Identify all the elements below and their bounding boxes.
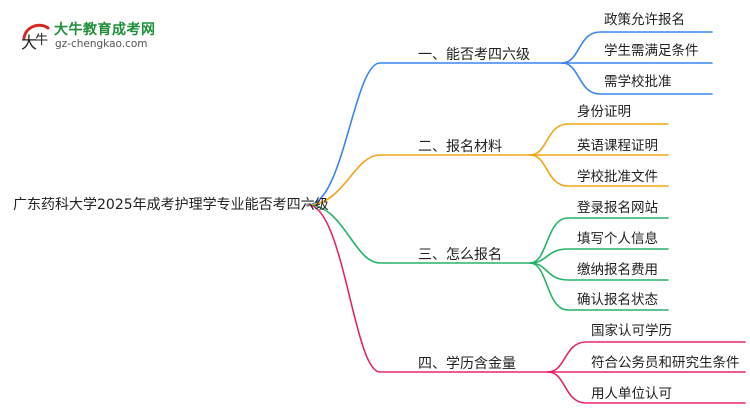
- svg-text:牛: 牛: [35, 33, 48, 48]
- branch-2-leaf-2: 英语课程证明: [577, 138, 658, 154]
- branch-4-leaf-1-edge: [547, 341, 746, 373]
- branch-3-leaf-1: 登录报名网站: [577, 200, 658, 216]
- branch-3-leaf-3: 缴纳报名费用: [577, 262, 658, 278]
- branch-2-leaf-3-edge: [529, 154, 669, 187]
- root-connector-dot: [306, 203, 310, 207]
- branch-1-leaf-1-edge: [561, 31, 713, 64]
- branch-3-leaf-2-edge: [529, 248, 669, 264]
- branch-3-leaf-1-edge: [529, 217, 669, 264]
- branch-3-leaf-4-edge: [529, 262, 669, 311]
- branch-2-leaf-1-edge: [529, 123, 669, 156]
- branch-1-edge: [307, 62, 563, 206]
- logo-icon: 大 牛: [21, 23, 50, 52]
- branch-3-leaf-4: 确认报名状态: [577, 292, 658, 308]
- branch-3-label: 三、怎么报名: [418, 247, 502, 263]
- branch-1-leaf-3: 需学校批准: [604, 74, 672, 90]
- branch-2-leaf-1: 身份证明: [577, 104, 631, 120]
- branch-1-label: 一、能否考四六级: [418, 47, 530, 63]
- logo-title: 大牛教育成考网: [54, 22, 156, 38]
- branch-1-leaf-3-edge: [561, 62, 713, 95]
- branch-3-edge: [307, 204, 531, 264]
- branch-1-leaf-2: 学生需满足条件: [604, 43, 699, 59]
- branch-2-leaf-3: 学校批准文件: [577, 169, 658, 185]
- svg-text:大: 大: [21, 33, 37, 52]
- branch-2-edge: [307, 154, 531, 206]
- branch-4-leaf-2: 符合公务员和研究生条件: [591, 355, 740, 371]
- branch-4-label: 四、学历含金量: [418, 356, 516, 372]
- root-node: 广东药科大学2025年成考护理学专业能否考四六级: [13, 197, 329, 213]
- branch-4-leaf-3: 用人单位认可: [591, 386, 672, 402]
- branch-4-edge: [307, 204, 549, 373]
- branch-1-leaf-1: 政策允许报名: [604, 12, 685, 28]
- branch-2-label: 二、报名材料: [418, 139, 502, 155]
- branch-4-leaf-1: 国家认可学历: [591, 323, 672, 339]
- logo: 大 牛 大牛教育成考网 gz-chengkao.com: [18, 16, 168, 56]
- logo-url: gz-chengkao.com: [55, 38, 148, 50]
- branch-4-leaf-3-edge: [547, 371, 746, 404]
- branch-3-leaf-2: 填写个人信息: [577, 231, 658, 247]
